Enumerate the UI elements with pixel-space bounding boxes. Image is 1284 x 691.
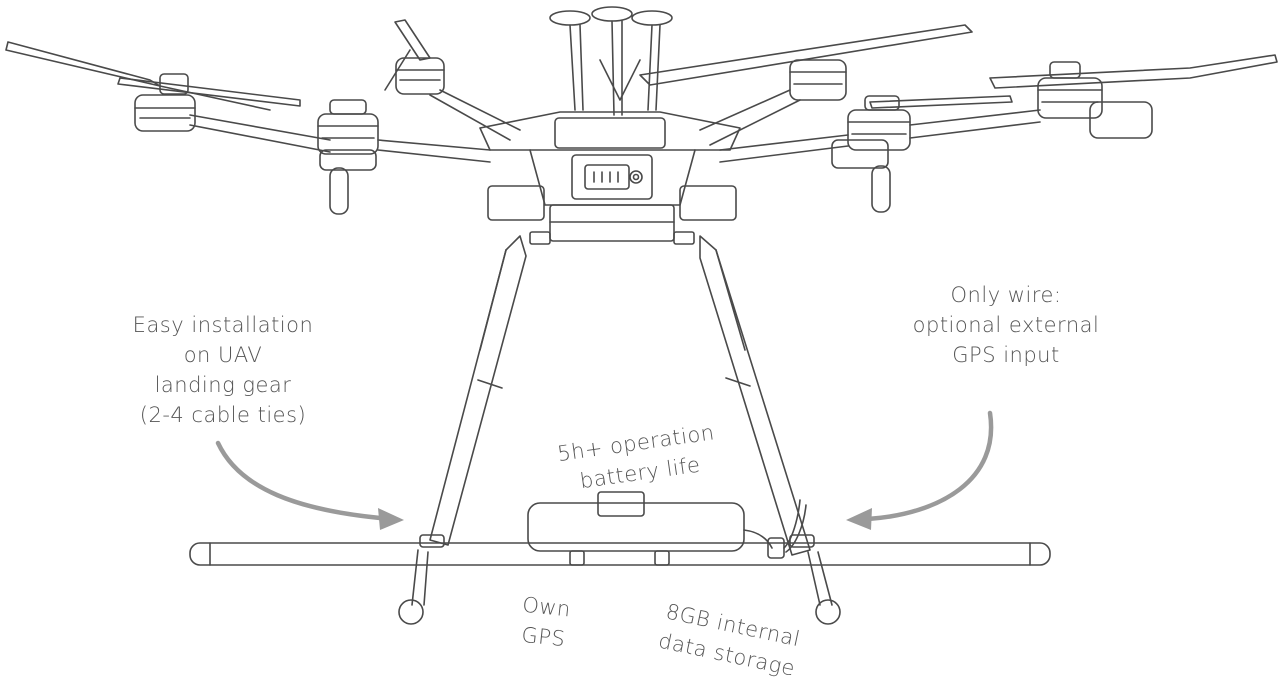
left-rear-motor [395,57,521,141]
arrow-wire [865,410,994,522]
gps-masts [549,6,673,116]
arrow-installation [215,440,383,521]
arrowhead-wire [846,508,872,530]
left-inner-motor [317,99,491,215]
label-wire: Only wire: optional external GPS input [896,280,1116,370]
arrowhead-installation [378,508,404,530]
right-inner-motor [719,95,911,213]
callout-arrows [215,410,994,522]
label-installation-line: (2-4 cable ties) [139,403,307,427]
sensor-box [527,491,807,566]
label-wire-line: Only wire: [950,283,1062,307]
left-outer-motor [134,73,331,153]
propeller-blades [5,19,1278,111]
label-installation-line: landing gear [154,373,292,397]
label-wire-line: GPS input [952,343,1060,367]
skid-bar [189,534,1051,566]
center-body [479,111,741,245]
label-installation: Easy installation on UAV landing gear (2… [108,310,338,430]
right-outer-motor [909,61,1153,139]
label-installation-line: on UAV [183,343,263,367]
label-wire-line: optional external [912,313,1100,337]
label-gps: Own GPS [497,587,593,656]
label-installation-line: Easy installation [132,313,314,337]
